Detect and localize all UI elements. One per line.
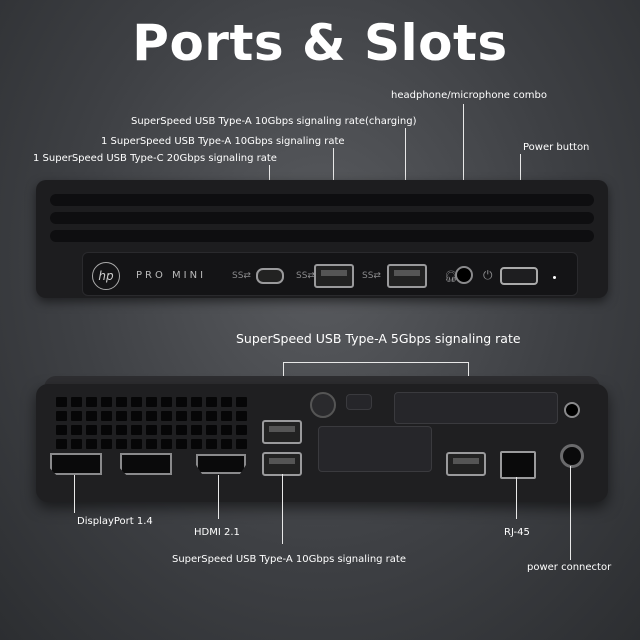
power-icon: ⏻ (483, 268, 493, 282)
vent-hole (191, 425, 202, 435)
vent-hole (161, 411, 172, 421)
expansion-bay (394, 392, 558, 424)
displayport-2 (120, 453, 172, 475)
vent-hole (71, 397, 82, 407)
vent-hole (236, 397, 247, 407)
vent-hole (236, 411, 247, 421)
status-led (553, 276, 556, 279)
thumb-screw (310, 392, 336, 418)
label-usb-10g: SuperSpeed USB Type-A 10Gbps signaling r… (172, 554, 406, 565)
vent-hole (206, 425, 217, 435)
vent-hole (146, 425, 157, 435)
vent-hole (221, 425, 232, 435)
usb-a-port-rear-2 (262, 452, 302, 476)
vent-hole (146, 411, 157, 421)
vent-hole (146, 439, 157, 449)
page-title: Ports & Slots (132, 14, 508, 72)
vent-hole (56, 397, 67, 407)
vent-hole (86, 411, 97, 421)
headset-icon: 🎧︎ (444, 270, 458, 283)
usb-a-port-rear-1 (262, 420, 302, 444)
label-hdmi: HDMI 2.1 (194, 527, 240, 538)
kensington-lock (564, 402, 580, 418)
usb-a-port-rear-3 (446, 452, 486, 476)
leader-usb-10g (282, 474, 283, 544)
vent-hole (161, 425, 172, 435)
leader-hdmi (218, 475, 219, 519)
vent-hole (131, 397, 142, 407)
vent-hole (131, 439, 142, 449)
vent-hole (131, 425, 142, 435)
vent-hole (206, 411, 217, 421)
leader-rj45 (516, 477, 517, 519)
vent-hole (176, 411, 187, 421)
label-usb-5g: SuperSpeed USB Type-A 5Gbps signaling ra… (236, 331, 521, 346)
vent-hole (176, 439, 187, 449)
vent-hole (221, 411, 232, 421)
vent-hole (191, 411, 202, 421)
displayport-1 (50, 453, 102, 475)
vent-hole (176, 397, 187, 407)
vent-hole (221, 439, 232, 449)
vent-hole (101, 425, 112, 435)
model-name: PRO MINI (136, 270, 207, 281)
vent-hole (236, 425, 247, 435)
vent-hole (116, 439, 127, 449)
vent-hole (116, 397, 127, 407)
usb-ss-10-icon: SS⇄ (296, 271, 315, 281)
vent-hole (101, 411, 112, 421)
rj45-port (500, 451, 536, 479)
label-rj45: RJ-45 (504, 527, 530, 538)
headphone-jack (455, 266, 473, 284)
label-usb-c: 1 SuperSpeed USB Type-C 20Gbps signaling… (33, 153, 277, 164)
io-module-cover (318, 426, 432, 472)
lock-slot (346, 394, 372, 410)
vent-hole (101, 397, 112, 407)
leader-displayport (74, 475, 75, 513)
usb-c-port (256, 268, 284, 284)
leader-usb-5g-bar (283, 362, 469, 363)
label-power-button: Power button (523, 142, 590, 153)
label-usb-a-charging: SuperSpeed USB Type-A 10Gbps signaling r… (131, 116, 417, 127)
vent-hole (161, 439, 172, 449)
vent-hole (56, 411, 67, 421)
vent-hole (116, 425, 127, 435)
usb-a-port-charging (387, 264, 427, 288)
vent-hole (86, 439, 97, 449)
vent-hole (221, 397, 232, 407)
label-usb-a-10: 1 SuperSpeed USB Type-A 10Gbps signaling… (101, 136, 345, 147)
vent-hole (191, 439, 202, 449)
label-displayport: DisplayPort 1.4 (77, 516, 153, 527)
vent-hole (146, 397, 157, 407)
usb-ss-10-icon: SS⇄ (362, 271, 381, 281)
vent-hole (161, 397, 172, 407)
vent-hole (236, 439, 247, 449)
vent-hole (206, 397, 217, 407)
vent-hole (71, 439, 82, 449)
vent-hole (86, 397, 97, 407)
vent-hole (56, 439, 67, 449)
vent-hole (71, 411, 82, 421)
hdmi-port (196, 454, 246, 474)
vent-hole (191, 397, 202, 407)
vent-hole (116, 411, 127, 421)
vent-hole (71, 425, 82, 435)
vent-hole (86, 425, 97, 435)
usb-ss-20-icon: SS⇄ (232, 271, 251, 281)
label-power-connector: power connector (527, 562, 612, 573)
power-button (500, 267, 538, 285)
vent-hole (176, 425, 187, 435)
usb-a-port-front (314, 264, 354, 288)
leader-power-connector (570, 466, 571, 560)
power-connector-port (560, 444, 584, 468)
label-headphone: headphone/microphone combo (391, 90, 547, 101)
vent-hole (131, 411, 142, 421)
vent-hole (206, 439, 217, 449)
vent-hole (101, 439, 112, 449)
vent-hole (56, 425, 67, 435)
hp-logo: hp (92, 262, 120, 290)
